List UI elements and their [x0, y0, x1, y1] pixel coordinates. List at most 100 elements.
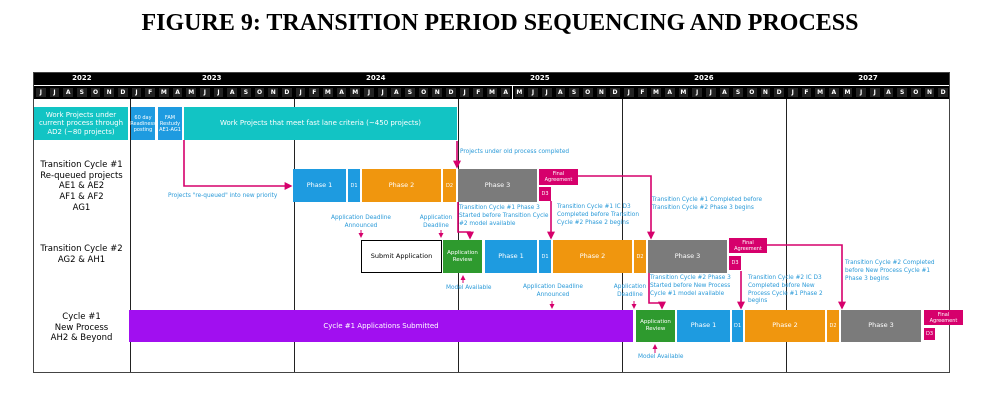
- cycle1-applications-submitted: Cycle #1 Applications Submitted: [129, 310, 633, 342]
- month-cell: O: [580, 86, 595, 99]
- month-cell: A: [334, 86, 349, 99]
- month-label: D: [118, 88, 128, 97]
- month-cell: J: [867, 86, 882, 99]
- month-label: A: [336, 88, 347, 97]
- month-cell: O: [416, 86, 431, 99]
- month-label: D: [774, 88, 784, 97]
- month-cell: N: [430, 86, 445, 99]
- month-cell: M: [649, 86, 663, 99]
- month-cell: J: [34, 86, 48, 99]
- month-label: M: [815, 88, 825, 97]
- month-label: J: [295, 88, 306, 97]
- tc1-phase-2: Phase 2: [362, 169, 441, 202]
- month-cell: A: [61, 86, 75, 99]
- tc2-final-agreement: Final Agreement: [729, 238, 767, 253]
- year-2022: 2022: [34, 72, 130, 85]
- month-label: D: [610, 88, 620, 97]
- month-label: J: [377, 88, 388, 97]
- month-cell: M: [485, 86, 499, 99]
- month-label: S: [241, 88, 251, 97]
- year-divider: [457, 99, 459, 373]
- tc2-d2: D2: [634, 240, 646, 273]
- month-label: D: [938, 88, 948, 97]
- month-label: O: [746, 88, 757, 97]
- month-label: J: [856, 88, 866, 97]
- tc2-d3: D3: [729, 256, 741, 270]
- arrow-tc1-phase3: [457, 202, 474, 240]
- tc2-phase-1: Phase 1: [485, 240, 537, 273]
- note-tc1-d3-completed: Transition Cycle #1 IC D3 Completed befo…: [557, 204, 639, 226]
- note-deadline-announced-1: Application Deadline Announced: [331, 215, 391, 229]
- month-label: F: [309, 88, 320, 97]
- month-cell: D: [608, 86, 622, 99]
- month-label: J: [528, 88, 538, 97]
- month-label: D: [446, 88, 456, 97]
- month-label: J: [623, 88, 634, 97]
- month-label: A: [664, 88, 675, 97]
- month-label: J: [200, 88, 210, 97]
- month-cell: M: [840, 86, 855, 99]
- tc1-d2: D2: [443, 169, 456, 202]
- figure-title: FIGURE 9: TRANSITION PERIOD SEQUENCING A…: [141, 10, 859, 36]
- note-deadline-announced-2: Application Deadline Announced: [523, 284, 583, 298]
- tc1-phase-1: Phase 1: [293, 169, 346, 202]
- year-divider: [129, 99, 131, 373]
- month-label: J: [131, 88, 142, 97]
- month-label: J: [459, 88, 470, 97]
- month-label: J: [692, 88, 702, 97]
- month-label: F: [145, 88, 156, 97]
- note-tc2-d3-completed: Transition Cycle #2 IC D3 Completed befo…: [748, 275, 823, 305]
- month-cell: N: [266, 86, 281, 99]
- month-cell: J: [47, 86, 62, 99]
- arrow-requeued: [183, 140, 293, 190]
- cycle1-final-agreement: Final Agreement: [924, 310, 963, 325]
- bar-fam-restudy: FAM Restudy AE1-AG1: [158, 107, 182, 140]
- month-label: M: [323, 88, 333, 97]
- month-label: S: [77, 88, 87, 97]
- month-label: J: [705, 88, 716, 97]
- month-cell: J: [198, 86, 212, 99]
- month-label: S: [897, 88, 907, 97]
- tc2-submit-application: Submit Application: [361, 240, 442, 273]
- month-label: S: [733, 88, 743, 97]
- year-divider: [293, 99, 295, 373]
- arrow-tc2-phase3: [648, 273, 666, 310]
- month-label: A: [500, 88, 511, 97]
- cycle1-d2: D2: [827, 310, 839, 342]
- month-label: A: [883, 88, 894, 97]
- year-divider: [621, 99, 623, 373]
- month-label: A: [391, 88, 402, 97]
- month-label: O: [418, 88, 429, 97]
- month-cell: S: [895, 86, 909, 99]
- month-cell: F: [799, 86, 814, 99]
- note-tc2-completed: Transition Cycle #2 Completed before New…: [845, 260, 935, 282]
- month-cell: S: [403, 86, 417, 99]
- month-label: J: [364, 88, 374, 97]
- month-label: M: [350, 88, 361, 97]
- month-label: A: [227, 88, 238, 97]
- month-cell: D: [772, 86, 786, 99]
- row-label-cycle-1: Cycle #1 New Process AH2 & Beyond: [50, 312, 113, 344]
- month-cell: A: [826, 86, 841, 99]
- month-cell: M: [348, 86, 363, 99]
- month-cell: A: [389, 86, 404, 99]
- month-cell: J: [129, 86, 144, 99]
- month-cell: J: [854, 86, 868, 99]
- arrow-tc2-complete: [767, 244, 846, 310]
- month-cell: S: [567, 86, 581, 99]
- note-old-process-completed: Projects under old process completed: [460, 149, 570, 155]
- month-cell: A: [225, 86, 240, 99]
- month-cell: M: [813, 86, 827, 99]
- month-cell: A: [881, 86, 896, 99]
- month-label: A: [828, 88, 839, 97]
- month-label: J: [49, 88, 60, 97]
- month-cell: M: [321, 86, 335, 99]
- month-label: A: [719, 88, 730, 97]
- tc1-d1: D1: [348, 169, 360, 202]
- month-label: N: [104, 88, 114, 97]
- month-cell: O: [744, 86, 759, 99]
- bar-current-process: Work Projects under current process thro…: [34, 107, 128, 140]
- month-label: N: [596, 88, 607, 97]
